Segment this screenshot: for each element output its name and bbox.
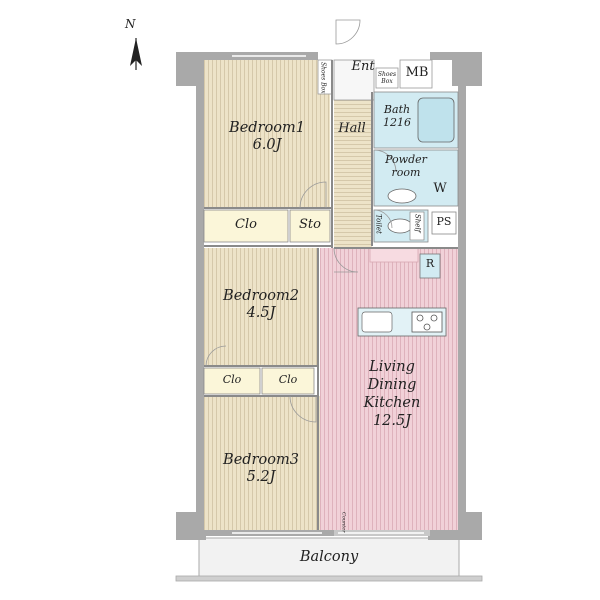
compass-label: N bbox=[125, 17, 136, 31]
ldk-line3: Kitchen bbox=[363, 395, 421, 412]
entrance-area bbox=[333, 59, 375, 101]
bedroom2-name: Bedroom2 bbox=[223, 288, 299, 304]
storage-area bbox=[289, 209, 331, 243]
shelf-area bbox=[409, 211, 425, 241]
bedroom3-area bbox=[204, 396, 334, 530]
shoes-box-right-label: Shoes Box bbox=[377, 71, 397, 85]
ldk-line1: Living bbox=[369, 359, 415, 375]
balcony-area bbox=[198, 537, 460, 579]
storage-label: Sto bbox=[299, 217, 321, 232]
bedroom1-label: Bedroom1 6.0J bbox=[222, 120, 312, 153]
shelf-label: Shelf bbox=[413, 214, 422, 233]
ldk-area bbox=[320, 248, 458, 530]
shoes-box-right bbox=[375, 67, 399, 89]
shoes-box-left-label: Shoes Box bbox=[319, 62, 327, 94]
ps-area bbox=[431, 211, 457, 235]
hall-area bbox=[334, 100, 372, 248]
ldk-line2: Dining bbox=[367, 377, 417, 394]
windows bbox=[232, 55, 424, 534]
closet-mid-left bbox=[203, 367, 261, 395]
mb-area bbox=[399, 59, 433, 89]
kitchen-sink-icon bbox=[361, 311, 393, 333]
toilet-label: Toilet bbox=[374, 214, 383, 234]
ldk-size: 12.5J bbox=[372, 413, 412, 430]
bedroom1-name: Bedroom1 bbox=[229, 120, 305, 136]
bedroom1-area bbox=[204, 60, 330, 208]
powder-line1: Powder bbox=[385, 153, 427, 166]
bedroom2-label: Bedroom2 4.5J bbox=[214, 288, 308, 321]
ldk-label: Living Dining Kitchen 12.5J bbox=[352, 358, 432, 431]
mb-label: MB bbox=[405, 65, 429, 80]
bedroom3-name: Bedroom3 bbox=[223, 452, 299, 468]
closet-mid-right bbox=[261, 367, 315, 395]
closet-top bbox=[203, 209, 289, 243]
entrance-label: Ent bbox=[351, 59, 375, 74]
closet-mid-left-label: Clo bbox=[222, 373, 242, 386]
bedroom1-size: 6.0J bbox=[252, 136, 282, 153]
bedroom3-label: Bedroom3 5.2J bbox=[214, 452, 308, 485]
bath-name: Bath bbox=[383, 103, 411, 116]
washer-label: W bbox=[433, 181, 447, 196]
bathtub-icon bbox=[417, 97, 455, 143]
closet-mid-right-label: Clo bbox=[278, 373, 298, 386]
bath-size: 1216 bbox=[383, 115, 411, 129]
north-arrow-icon bbox=[130, 38, 142, 70]
sink-icon bbox=[387, 188, 417, 204]
bath-label: Bath 1216 bbox=[378, 103, 416, 129]
bedroom2-size: 4.5J bbox=[246, 304, 276, 321]
ps-label: PS bbox=[436, 215, 452, 228]
powder-line2: room bbox=[391, 165, 421, 179]
closet-top-label: Clo bbox=[235, 217, 257, 232]
bedroom3-size: 5.2J bbox=[246, 468, 276, 485]
counter-label: Counter bbox=[340, 512, 347, 533]
refrigerator-label: R bbox=[425, 257, 435, 270]
stove-icon bbox=[411, 311, 443, 333]
balcony-label: Balcony bbox=[299, 549, 359, 565]
refrigerator-area bbox=[419, 253, 441, 279]
interior-walls bbox=[204, 60, 458, 530]
door-swings bbox=[205, 19, 397, 423]
hall-label: Hall bbox=[338, 121, 366, 136]
powder-room-label: Powder room bbox=[376, 153, 436, 179]
